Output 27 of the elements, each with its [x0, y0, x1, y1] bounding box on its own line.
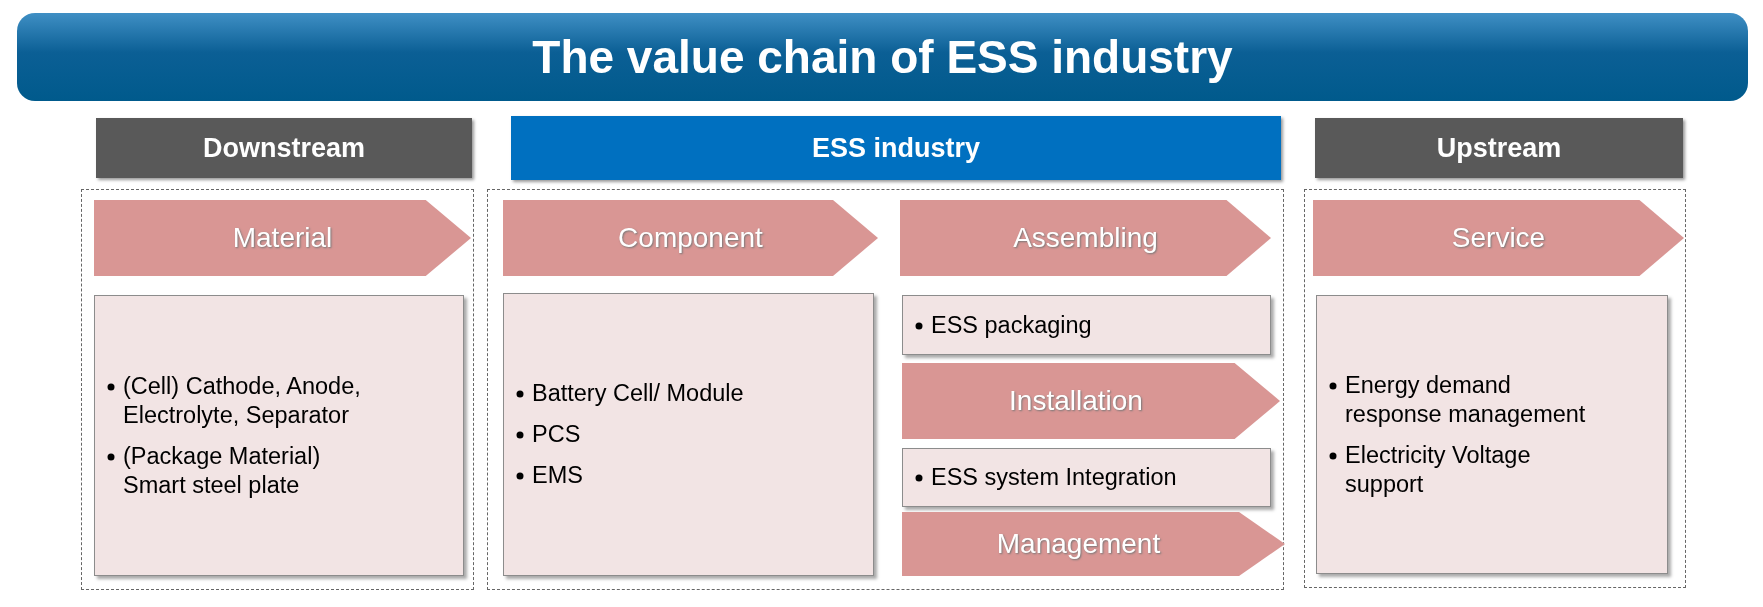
bullet-text: Energy demand response management: [1345, 370, 1587, 429]
content-box: [1316, 295, 1668, 574]
bullet-text: ESS packaging: [931, 310, 1092, 340]
bullet-text: PCS: [532, 420, 581, 449]
chevron-label: Service: [1313, 200, 1684, 276]
dashed-group-frame: [81, 189, 474, 590]
content-box: [503, 293, 874, 576]
section-header: Upstream: [1315, 118, 1683, 178]
section-header: Downstream: [96, 118, 472, 178]
dashed-group-frame: [487, 189, 1284, 590]
chevron-label: Material: [94, 200, 471, 276]
content-box: [902, 448, 1271, 507]
bullet-text: Electricity Voltage support: [1345, 440, 1532, 499]
content-box: [902, 295, 1271, 355]
bullet-text: Battery Cell/ Module: [532, 379, 744, 408]
section-header: ESS industry: [511, 116, 1281, 180]
bullet-text: ESS system Integration: [931, 463, 1177, 492]
chevron-label: Component: [503, 200, 878, 276]
bullet-text: EMS: [532, 461, 583, 490]
bullet-text: (Cell) Cathode, Anode, Electrolyte, Separator: [123, 371, 362, 430]
chevron-label: Management: [902, 512, 1285, 576]
bullet-text: (Package Material) Smart steel plate: [123, 441, 322, 500]
content-box: [94, 295, 464, 576]
chevron-label: Installation: [902, 363, 1280, 439]
chevron-label: Assembling: [900, 200, 1271, 276]
dashed-group-frame: [1304, 189, 1686, 588]
title-banner: The value chain of ESS industry: [17, 13, 1748, 101]
